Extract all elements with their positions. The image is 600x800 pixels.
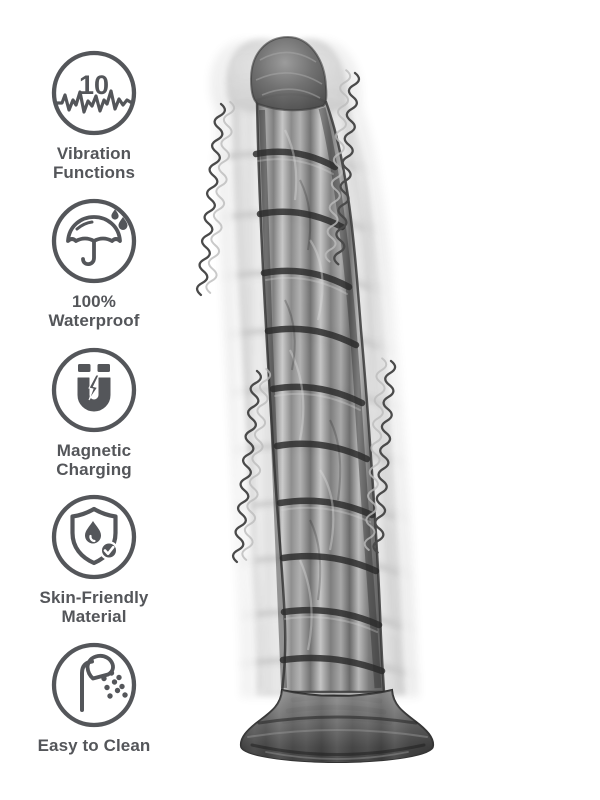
umbrella-rain-icon: [51, 198, 137, 284]
feature-label: Magnetic Charging: [56, 441, 132, 479]
droplet-glyphs: [111, 209, 128, 230]
suction-cup-base: [239, 688, 435, 763]
feature-waterproof: 100% Waterproof: [16, 196, 172, 330]
feature-magnetic: Magnetic Charging: [16, 345, 172, 479]
feature-skin-friendly: Skin-Friendly Material: [16, 492, 172, 626]
feature-label: Vibration Functions: [52, 144, 136, 182]
feature-label: 100% Waterproof: [48, 292, 140, 330]
feature-vibration: 10 Vibration Functions: [16, 48, 172, 182]
magnet-lightning-icon: [51, 347, 137, 433]
shower-head-icon: [51, 642, 137, 728]
feature-label: Skin-Friendly Material: [39, 588, 149, 626]
vibration-waveform-icon: 10: [51, 50, 137, 136]
feature-label: Easy to Clean: [37, 736, 151, 755]
vibration-count: 10: [79, 70, 109, 100]
feature-easy-clean: Easy to Clean: [16, 640, 172, 755]
shield-droplet-check-icon: [51, 494, 137, 580]
spray-dots: [101, 670, 128, 699]
